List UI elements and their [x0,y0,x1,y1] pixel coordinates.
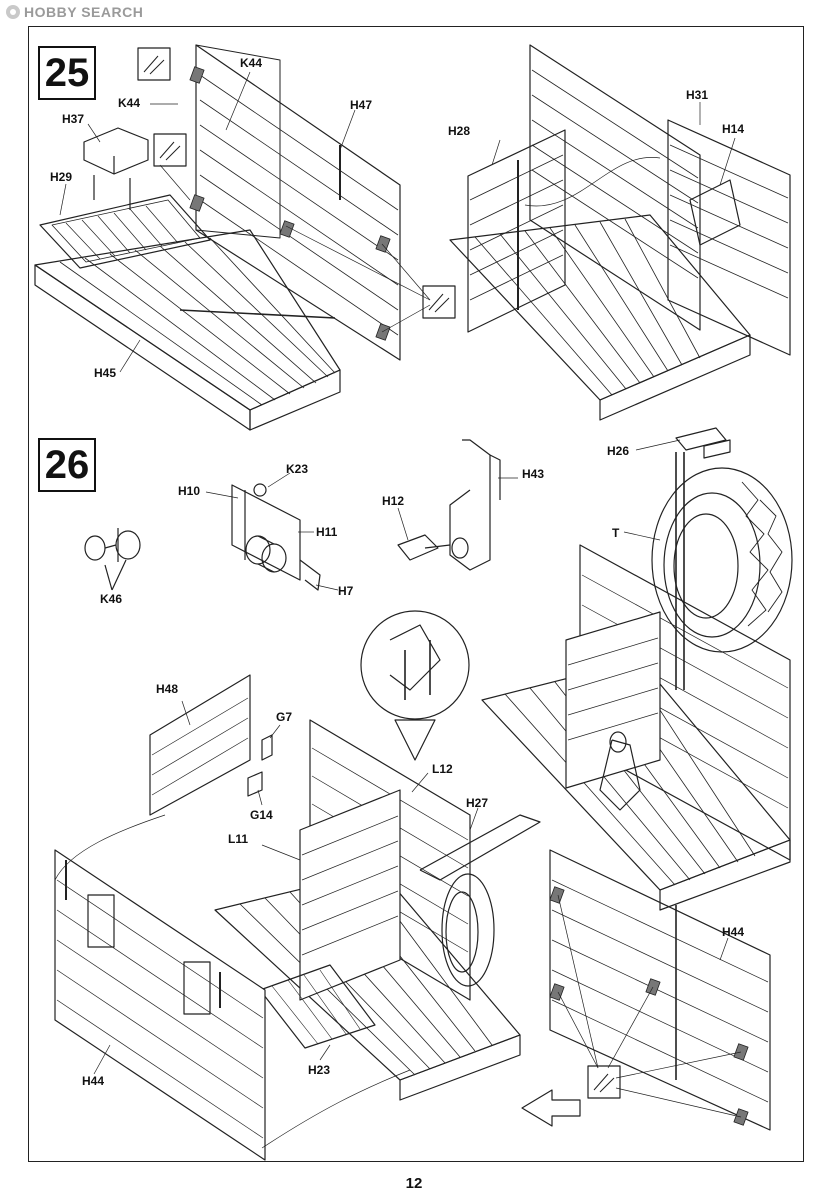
part-label-g14: G14 [250,808,273,822]
part-label-k44-top: K44 [240,56,263,70]
part-label-h44-right: H44 [722,925,745,939]
instruction-page-frame [28,26,804,1162]
part-label-l12: L12 [432,762,453,776]
step-number-26: 26 [38,438,96,492]
part-label-h7: H7 [338,584,354,598]
part-label-h29: H29 [50,170,73,184]
part-label-h37: H37 [62,112,85,126]
step26-spare-wheel-illustration [623,427,793,690]
part-label-k44-left: K44 [118,96,141,110]
step26-winch-subassembly [205,472,339,591]
part-label-h11: H11 [316,525,338,539]
step25-right-truck-bed-illustration [449,44,791,421]
watermark-text: HOBBY SEARCH [24,4,144,20]
page-number: 12 [405,1175,423,1192]
hobby-search-logo-icon [6,5,20,19]
step26-bottom-right-side-panel-illustration [521,849,771,1131]
part-label-h23: H23 [308,1063,331,1077]
part-label-h48: H48 [156,682,179,696]
part-label-h47: H47 [350,98,373,112]
part-label-k23: K23 [286,462,309,476]
step25-left-truck-bed-illustration [34,44,456,431]
step26-k46-part [84,528,141,591]
step26-main-truck-bed-illustration [54,610,541,1161]
step-number-25: 25 [38,46,96,100]
part-label-h43: H43 [522,467,545,481]
part-label-h12: H12 [382,494,405,508]
part-label-h26: H26 [607,444,630,458]
part-label-g7: G7 [276,710,293,724]
step26-right-truck-bed-illustration [481,544,791,911]
part-label-l11: L11 [228,832,249,846]
part-label-h28: H28 [448,124,471,138]
part-label-h44-left: H44 [82,1074,105,1088]
hobby-search-watermark: HOBBY SEARCH [6,4,143,20]
part-label-h10: H10 [178,484,201,498]
part-label-h27: H27 [466,796,489,810]
part-label-h14: H14 [722,122,745,136]
part-label-t: T [612,526,620,540]
part-label-h31: H31 [686,88,709,102]
part-label-h45: H45 [94,366,117,380]
step26-jack-subassembly [397,439,518,571]
part-label-k46: K46 [100,592,123,606]
